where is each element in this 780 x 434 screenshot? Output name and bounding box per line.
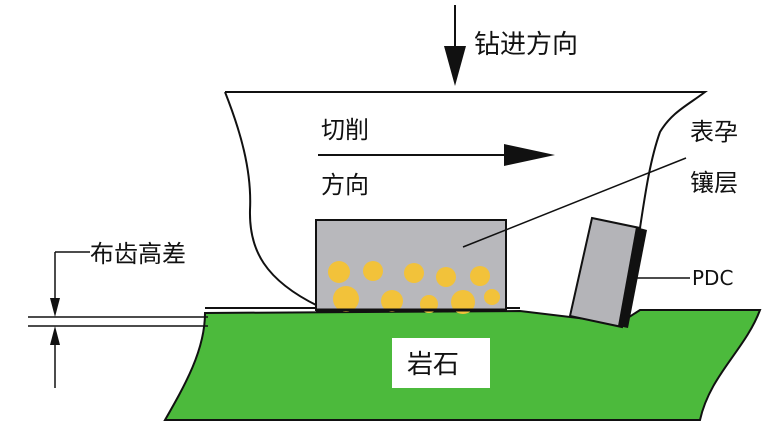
particle [333,286,359,312]
drilling-direction-arrow-head [444,46,466,86]
drilling-direction-label: 钻进方向 [474,30,578,60]
pdc-diamond-layer [618,227,647,328]
rock-label: 岩石 [407,350,459,380]
particle [484,289,500,305]
cutting-direction-label-line2: 方向 [321,171,369,199]
particle [436,267,456,287]
tooth-height-difference-label: 布齿高差 [90,240,186,268]
particle [470,266,490,286]
particle [404,263,424,283]
impregnated-layer-leader [462,157,687,248]
impregnated-layer-label-line1: 表孕 [690,118,738,146]
cutting-direction-arrow-head [504,144,555,166]
bit-body [224,91,708,307]
cutting-direction-label-line1: 切削 [321,116,369,144]
rock-label-box [392,338,490,388]
particle [381,290,403,312]
pdc-label: PDC [692,266,733,290]
dimension-arrow-bottom [50,326,60,345]
pdc-cutter [568,216,642,329]
particle [363,261,383,281]
particle [328,261,350,283]
dimension-arrow-top [50,298,60,317]
particle [451,290,475,314]
impregnated-layer-label-line2: 镶层 [690,169,738,197]
tooth-height-dimension [28,251,208,388]
